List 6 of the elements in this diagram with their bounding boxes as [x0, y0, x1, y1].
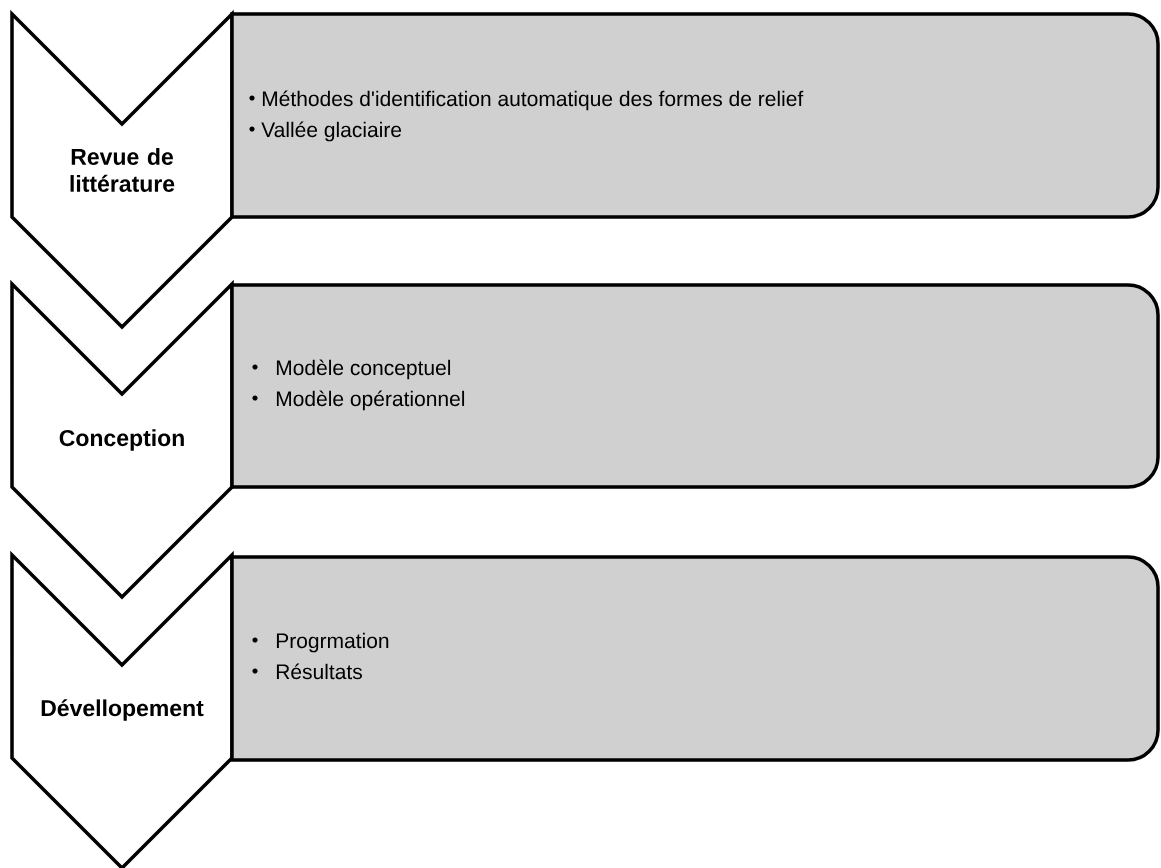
content-box: Modèle conceptuel Modèle opérationnel — [230, 283, 1160, 489]
chevron-step: Dévellopement — [10, 550, 234, 868]
chevron-step: Revue de littérature — [10, 9, 234, 330]
content-box: Progrmation Résultats — [230, 555, 1160, 762]
content-box: Méthodes d'identification automatique des formes de relief Vallée glaciaire — [230, 12, 1160, 219]
chevron-step: Conception — [10, 279, 234, 600]
